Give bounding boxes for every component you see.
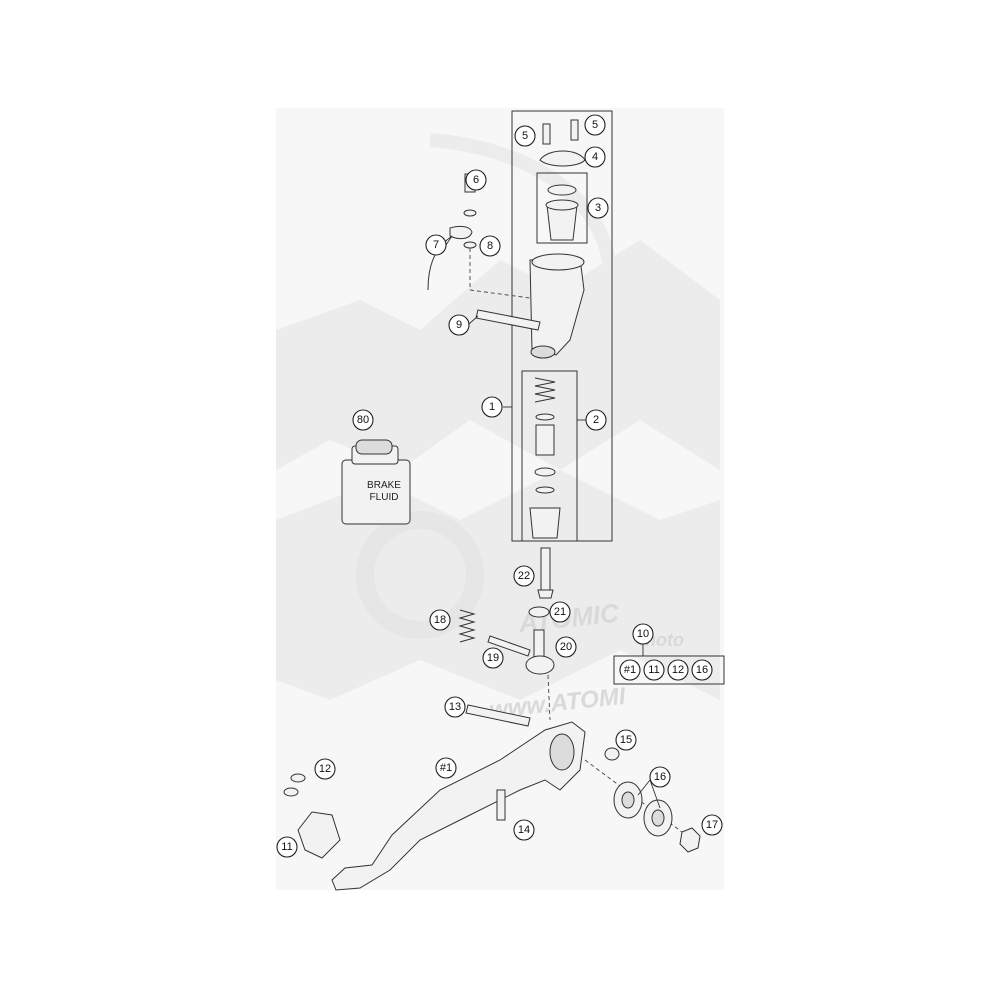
callout-21: 21 bbox=[549, 601, 571, 623]
kit-10-item: 11 bbox=[643, 659, 665, 681]
brake-fluid-bottle: BRAKE FLUID bbox=[341, 439, 411, 525]
callout-15: 15 bbox=[615, 729, 637, 751]
svg-text:80: 80 bbox=[357, 414, 369, 426]
cover-screws bbox=[542, 119, 579, 145]
callout-17: 17 bbox=[701, 814, 723, 836]
callout-6: 6 bbox=[465, 169, 487, 191]
svg-text:#1: #1 bbox=[624, 664, 636, 676]
master-cylinder-body bbox=[529, 253, 585, 359]
svg-text:#1: #1 bbox=[440, 762, 452, 774]
reservoir bbox=[545, 184, 579, 241]
svg-text:12: 12 bbox=[319, 763, 331, 775]
bottle-label-line2: FLUID bbox=[370, 492, 399, 503]
svg-text:16: 16 bbox=[654, 771, 666, 783]
svg-text:6: 6 bbox=[473, 174, 479, 186]
callout-1: 1 bbox=[481, 396, 503, 418]
svg-text:17: 17 bbox=[706, 819, 718, 831]
pivot-nut bbox=[679, 827, 701, 853]
step-screws bbox=[283, 773, 306, 797]
svg-text:20: 20 bbox=[560, 641, 572, 653]
svg-text:18: 18 bbox=[434, 614, 446, 626]
svg-text:11: 11 bbox=[281, 841, 292, 853]
svg-text:5: 5 bbox=[522, 130, 528, 142]
callout-12: 12 bbox=[314, 758, 336, 780]
callout-2: 2 bbox=[585, 409, 607, 431]
svg-text:15: 15 bbox=[620, 734, 632, 746]
bottle-label-line1: BRAKE bbox=[367, 480, 401, 491]
callout-5-left: 5 bbox=[514, 125, 536, 147]
svg-text:22: 22 bbox=[518, 570, 530, 582]
callout-18: 18 bbox=[429, 609, 451, 631]
svg-text:3: 3 bbox=[595, 202, 601, 214]
callout-16: 16 bbox=[649, 766, 671, 788]
svg-text:1: 1 bbox=[489, 401, 495, 413]
svg-text:8: 8 bbox=[487, 240, 493, 252]
push-rod bbox=[528, 547, 554, 618]
callout-3: 3 bbox=[587, 197, 609, 219]
svg-text:16: 16 bbox=[696, 664, 708, 676]
pedal-step bbox=[297, 811, 341, 859]
svg-text:10: 10 bbox=[637, 628, 649, 640]
piston-kit-box bbox=[521, 370, 578, 542]
callout-20: 20 bbox=[555, 636, 577, 658]
svg-text:12: 12 bbox=[672, 664, 684, 676]
stop-bolt bbox=[496, 789, 506, 821]
callout-11: 11 bbox=[276, 836, 298, 858]
callout-80: 80 bbox=[352, 409, 374, 431]
callout-19: 19 bbox=[482, 647, 504, 669]
svg-text:11: 11 bbox=[648, 664, 659, 676]
pedal-pivot bbox=[549, 733, 575, 771]
return-spring bbox=[458, 609, 476, 643]
callout-4: 4 bbox=[584, 146, 606, 168]
kit-10-item: #1 bbox=[619, 659, 641, 681]
clevis bbox=[525, 629, 555, 675]
svg-text:7: 7 bbox=[433, 239, 439, 251]
svg-text:21: 21 bbox=[554, 606, 566, 618]
svg-text:4: 4 bbox=[592, 151, 598, 163]
svg-text:13: 13 bbox=[449, 701, 461, 713]
kit-10-item: 16 bbox=[691, 659, 713, 681]
svg-text:2: 2 bbox=[593, 414, 599, 426]
callout-14: 14 bbox=[513, 819, 535, 841]
svg-text:19: 19 bbox=[487, 652, 499, 664]
callout-13: 13 bbox=[444, 696, 466, 718]
callout-22: 22 bbox=[513, 565, 535, 587]
svg-text:14: 14 bbox=[518, 824, 530, 836]
callout-pedal-1: #1 bbox=[435, 757, 457, 779]
kit-10-item: 12 bbox=[667, 659, 689, 681]
svg-text:5: 5 bbox=[592, 119, 598, 131]
svg-text:9: 9 bbox=[456, 319, 462, 331]
pivot-bolt bbox=[465, 704, 531, 727]
clevis-bolt bbox=[487, 635, 531, 657]
callout-10: 10 bbox=[632, 623, 654, 645]
brake-pedal bbox=[331, 721, 586, 891]
callout-9: 9 bbox=[448, 314, 470, 336]
callout-5-right: 5 bbox=[584, 114, 606, 136]
piston-kit-parts bbox=[529, 377, 561, 539]
callout-8: 8 bbox=[479, 235, 501, 257]
callout-7: 7 bbox=[425, 234, 447, 256]
kit-10-box bbox=[613, 655, 725, 685]
assembly-line-clevis bbox=[547, 674, 551, 721]
bearings bbox=[613, 781, 673, 837]
spacer bbox=[604, 747, 620, 761]
